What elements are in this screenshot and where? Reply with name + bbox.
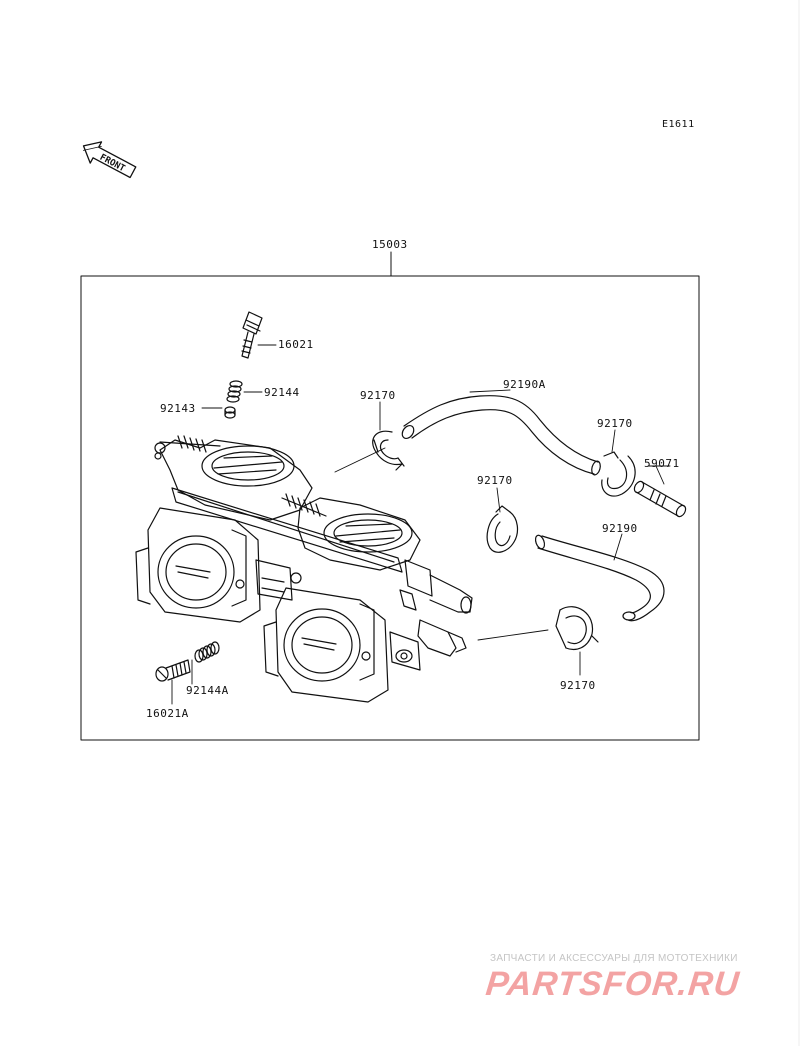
assembly-number-label: 15003 — [372, 238, 408, 251]
fitting-59071-icon — [633, 480, 687, 518]
part-label-92170-left: 92170 — [360, 389, 396, 402]
diagram-code: E1611 — [662, 119, 695, 130]
clamp-92170-right-icon — [601, 451, 636, 497]
clamp-92170-bottom-icon — [555, 606, 599, 651]
part-label-92170-center: 92170 — [477, 474, 513, 487]
watermark-logo: PARTSFOR.RU — [484, 965, 742, 1003]
part-label-92143: 92143 — [160, 402, 196, 415]
assembly-frame — [80, 275, 700, 741]
part-label-92190: 92190 — [602, 522, 638, 535]
part-label-59071: 59071 — [644, 457, 680, 470]
part-label-16021: 16021 — [278, 338, 314, 351]
part-label-16021A: 16021A — [146, 707, 189, 720]
clamp-92170-left-icon — [372, 430, 405, 471]
spring-92144A-icon — [194, 641, 220, 663]
watermark-caption: ЗАПЧАСТИ И АКСЕССУАРЫ ДЛЯ МОТОТЕХНИКИ — [490, 953, 738, 964]
part-label-92190A: 92190A — [503, 378, 546, 391]
part-label-92170-right: 92170 — [597, 417, 633, 430]
hose-92190-icon — [534, 534, 665, 622]
carburetor-assembly-icon — [135, 435, 473, 703]
front-arrow-icon: FRONT — [82, 141, 137, 179]
pilot-screw-16021-icon — [241, 311, 263, 359]
clamp-92170-center-icon — [486, 505, 519, 553]
washer-92143-icon — [224, 406, 236, 419]
front-label: FRONT — [98, 153, 127, 175]
pilot-screw-16021A-icon — [155, 659, 191, 682]
spring-92144-icon — [226, 380, 243, 403]
part-label-92170-bottom: 92170 — [560, 679, 596, 692]
part-label-92144A: 92144A — [186, 684, 229, 697]
part-label-92144: 92144 — [264, 386, 300, 399]
hose-92190A-icon — [401, 395, 601, 476]
